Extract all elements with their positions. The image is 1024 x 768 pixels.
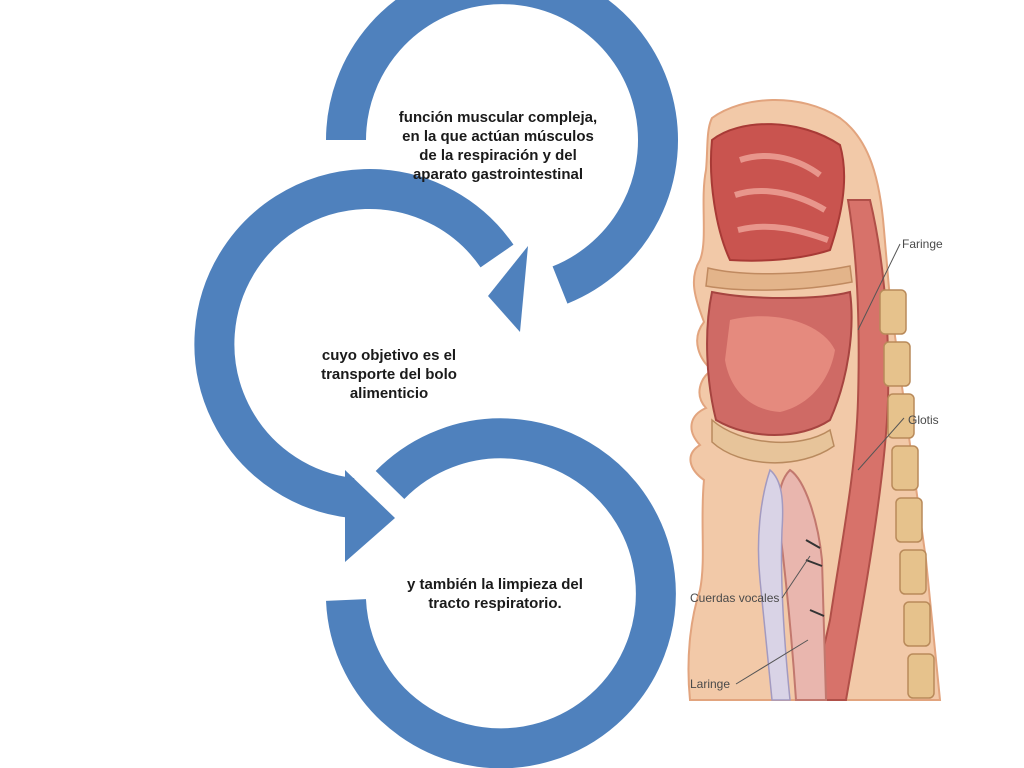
step-1-line: de la respiración y del <box>419 147 577 164</box>
label-faringe: Faringe <box>902 237 943 251</box>
vocal-folds <box>805 539 825 617</box>
cycle-arrow-1 <box>326 0 678 332</box>
label-laringe: Laringe <box>690 677 730 691</box>
cycle-step-1-text: función muscular compleja, en la que act… <box>376 108 620 184</box>
anatomy-illustration: Faringe Glotis Cuerdas vocales Laringe <box>687 99 943 701</box>
step-3-line: tracto respiratorio. <box>428 595 562 612</box>
cycle-arrow-2 <box>194 169 514 562</box>
palate <box>705 265 853 291</box>
cycle-step-2-text: cuyo objetivo es el transporte del bolo … <box>300 346 478 403</box>
label-leaders <box>735 243 905 685</box>
cycle-step-3-text: y también la limpieza del tracto respira… <box>380 575 610 613</box>
cycle-arrow-3 <box>326 418 676 768</box>
label-cuerdas-vocales: Cuerdas vocales <box>690 591 779 605</box>
vertebral-column <box>879 289 935 699</box>
step-1-line: función muscular compleja, <box>398 109 598 126</box>
tongue-highlight <box>725 316 835 412</box>
step-2-line: alimenticio <box>349 385 429 402</box>
step-3-line: y también la limpieza del <box>407 576 583 593</box>
label-glotis: Glotis <box>908 413 939 427</box>
step-1-line: en la que actúan músculos <box>402 128 594 145</box>
step-2-line: transporte del bolo <box>321 366 457 383</box>
nasal-conchae <box>734 152 830 243</box>
step-1-line: aparato gastrointestinal <box>412 166 584 183</box>
step-2-line: cuyo objetivo es el <box>321 347 457 364</box>
epiglottis-cartilage <box>757 468 791 701</box>
mandible <box>711 418 835 464</box>
